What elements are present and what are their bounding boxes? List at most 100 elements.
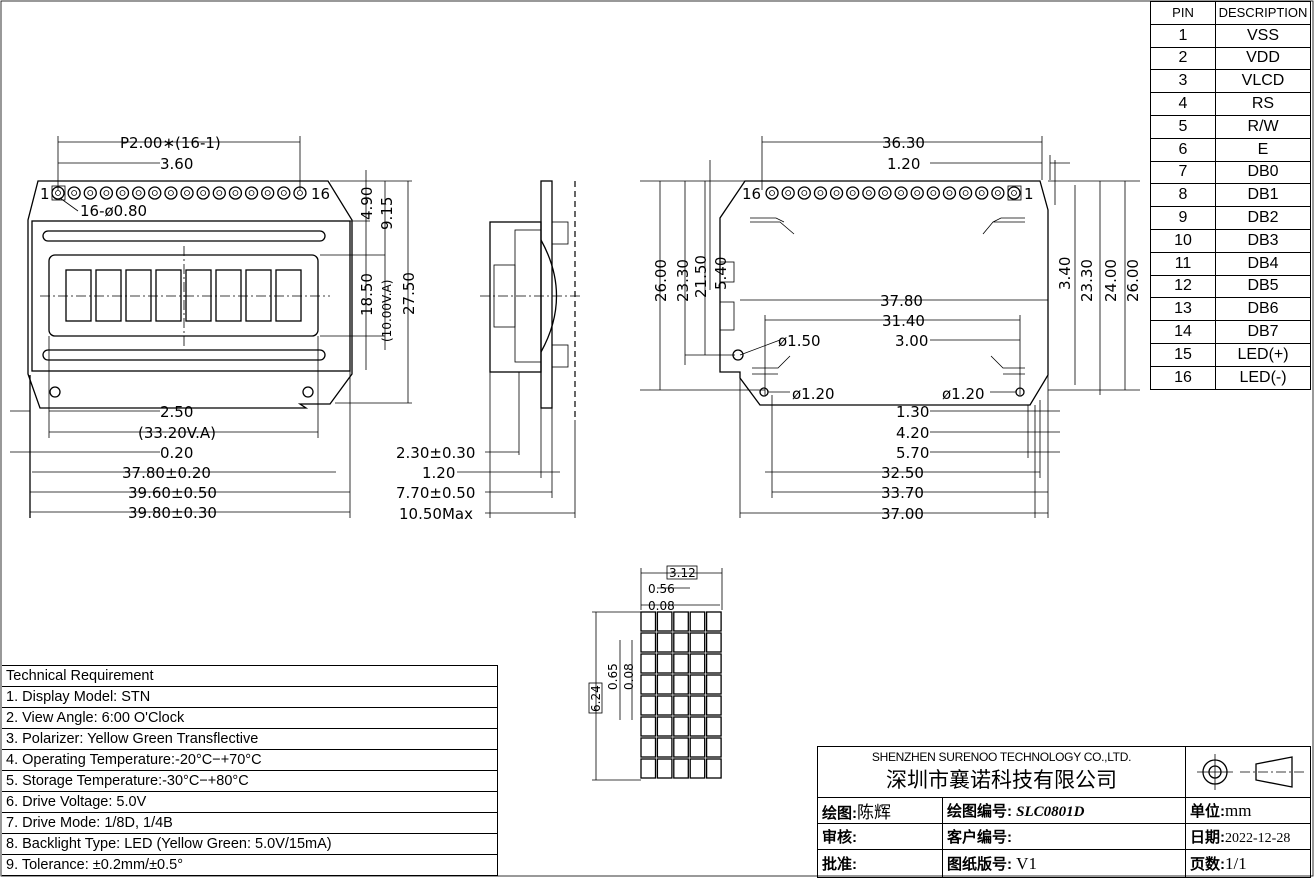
pin-description: R/W xyxy=(1215,114,1311,139)
dim-2-50: 2.50 xyxy=(160,403,193,421)
hole-1-50-label: ø1.50 xyxy=(778,332,821,350)
pin-description: DB1 xyxy=(1215,183,1311,208)
dim-37-80-front: 37.80±0.20 xyxy=(122,464,211,482)
dim-32-50: 32.50 xyxy=(881,464,924,482)
dot-cell xyxy=(673,716,689,737)
pin-pad xyxy=(991,186,1005,200)
dim-23-30-right: 23.30 xyxy=(1078,259,1096,302)
dim-3-40: 3.40 xyxy=(1056,257,1074,290)
back-pin-label-16: 16 xyxy=(742,185,761,203)
dim-pin-pitch: P2.00∗(16-1) xyxy=(120,134,221,152)
dot-cell xyxy=(673,632,689,653)
dot-cell xyxy=(705,674,722,695)
pin-number: 10 xyxy=(1150,228,1216,253)
dot-cell xyxy=(656,611,673,632)
pin-number: 9 xyxy=(1150,206,1216,230)
review-label: 审核: xyxy=(822,829,857,846)
pin-pad xyxy=(1007,186,1021,200)
dim-9-15: 9.15 xyxy=(378,197,396,230)
dot-cell xyxy=(656,716,673,737)
pin-pad xyxy=(164,186,178,200)
drawn-label: 绘图: xyxy=(822,805,857,822)
dot-cell xyxy=(640,611,657,632)
dot-cell xyxy=(640,758,657,779)
date-label: 日期: xyxy=(1190,829,1225,846)
pin-pad xyxy=(942,186,957,200)
requirement-item: 3. Polarizer: Yellow Green Transflective xyxy=(2,728,498,750)
dot-cell xyxy=(656,758,673,779)
pcb-outline xyxy=(27,180,353,409)
pin-pad xyxy=(765,186,779,200)
dim-va-height: (10.00V.A) xyxy=(380,280,394,342)
pin-description: VSS xyxy=(1215,23,1311,48)
dot-cell xyxy=(689,737,706,758)
pin-description: LED(+) xyxy=(1215,342,1311,367)
pin-pad xyxy=(797,186,811,200)
char-detail: 3.12 0.56 0.08 6.24 0.65 0.08 xyxy=(588,565,723,781)
pin-pad xyxy=(196,186,210,200)
version-label: 图纸版号: xyxy=(947,856,1012,873)
requirement-item: 5. Storage Temperature:-30°C−+80°C xyxy=(2,770,498,792)
pin-description: VDD xyxy=(1215,46,1311,71)
mount-hole-left xyxy=(49,386,61,398)
company-name-en: SHENZHEN SURENOO TECHNOLOGY CO.,LTD. xyxy=(871,750,1132,764)
dim-4-20: 4.20 xyxy=(896,424,929,442)
pin-number: 13 xyxy=(1150,297,1216,322)
dim-va-width: (33.20V.A) xyxy=(138,424,216,442)
back-hole-left xyxy=(759,387,769,397)
dot-cell xyxy=(689,611,706,632)
dot-cell xyxy=(640,716,657,737)
dot-cell xyxy=(689,716,706,737)
pin-pad xyxy=(781,186,795,200)
pin-pad xyxy=(228,186,243,200)
description-header: DESCRIPTION xyxy=(1215,1,1311,25)
dot-cell xyxy=(705,611,722,632)
technical-requirement-table: Technical Requirement 1. Display Model: … xyxy=(2,665,498,876)
char-block xyxy=(245,269,272,322)
dot-cell xyxy=(640,695,657,716)
approve-label: 批准: xyxy=(822,856,857,873)
pin-pad xyxy=(910,186,924,200)
dot-cell xyxy=(673,695,689,716)
pin-pad xyxy=(975,186,989,200)
viewing-area xyxy=(48,254,319,337)
dim-37-80-back: 37.80 xyxy=(880,292,923,310)
dot-cell xyxy=(673,674,689,695)
unit-value: mm xyxy=(1225,801,1252,820)
dot-cell xyxy=(640,737,657,758)
dim-33-70: 33.70 xyxy=(881,484,924,502)
dim-pin1-offset: 3.60 xyxy=(160,155,193,173)
dot-cell xyxy=(705,758,722,779)
page-label: 页数: xyxy=(1190,856,1225,873)
dim-1-30: 1.30 xyxy=(896,403,929,421)
pin-description: DB6 xyxy=(1215,297,1311,322)
dim-0-56: 0.56 xyxy=(648,582,675,596)
side-bezel xyxy=(489,221,542,373)
dot-cell xyxy=(673,653,689,674)
pin-header: PIN xyxy=(1150,1,1216,25)
pin-description: DB7 xyxy=(1215,320,1311,344)
dot-cell xyxy=(656,653,673,674)
pin-number: 11 xyxy=(1150,251,1216,276)
dim-1-20-side: 1.20 xyxy=(422,464,455,482)
slot-bottom xyxy=(42,349,326,361)
dim-36-30: 36.30 xyxy=(882,134,925,152)
title-block: SHENZHEN SURENOO TECHNOLOGY CO.,LTD. 深圳市… xyxy=(817,746,1311,878)
pin-pad xyxy=(180,186,194,200)
dot-cell xyxy=(705,737,722,758)
requirement-item: 8. Backlight Type: LED (Yellow Green: 5.… xyxy=(2,833,498,855)
pin-number: 3 xyxy=(1150,69,1216,94)
dot-cell xyxy=(705,632,722,653)
pin-pad xyxy=(846,186,860,200)
pin-pad xyxy=(862,186,876,200)
dim-0-08-h: 0.08 xyxy=(622,663,636,690)
pin-pad xyxy=(212,186,226,200)
dim-18-50: 18.50 xyxy=(358,273,376,316)
